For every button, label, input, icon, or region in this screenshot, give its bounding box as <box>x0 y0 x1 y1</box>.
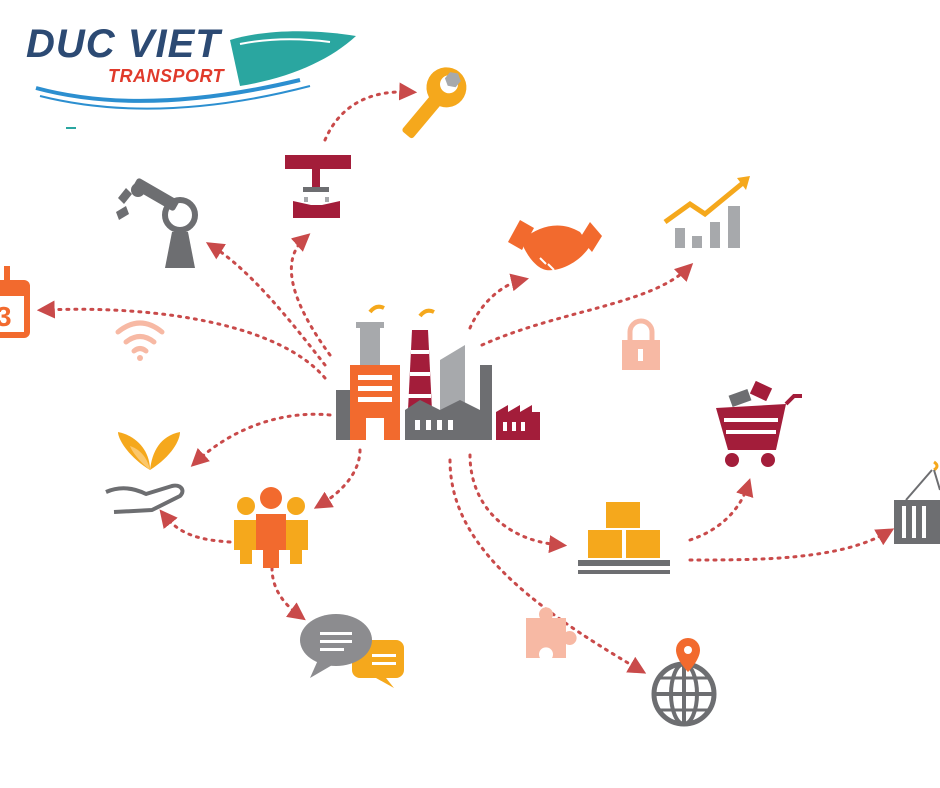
svg-text:3: 3 <box>0 301 12 332</box>
padlock-icon <box>622 318 660 370</box>
arrow-to-calendar <box>36 300 327 380</box>
logo-icon <box>35 31 356 110</box>
handshake-icon <box>508 220 602 271</box>
boxes-pallet-icon <box>578 502 670 574</box>
globe-location-icon <box>651 638 717 727</box>
arrow-to-cart <box>688 478 754 542</box>
factory-icon <box>336 304 540 440</box>
arrow-to-robot <box>205 242 327 367</box>
chat-bubbles-icon <box>300 614 404 688</box>
people-group-icon <box>234 487 308 568</box>
arrow-to-plant <box>190 412 332 467</box>
logo-brand-text: DUC VIET <box>26 22 221 66</box>
puzzle-piece-icon <box>526 607 577 658</box>
arrow-to-people <box>313 448 362 509</box>
wrench-icon <box>402 67 467 139</box>
arrow-to-growth <box>480 262 694 347</box>
arrow-to-press <box>289 233 332 357</box>
wifi-icon <box>115 320 165 361</box>
robot-arm-icon <box>116 178 198 268</box>
divider <box>66 127 76 129</box>
connectors <box>36 82 895 674</box>
calendar-icon: 3 <box>0 266 30 338</box>
shopping-cart-icon <box>716 380 802 467</box>
container-crane-icon <box>894 460 940 544</box>
arrow-to-globe <box>448 458 647 674</box>
arrow-to-wrench <box>323 82 418 142</box>
logo-sub-text: TRANSPORT <box>108 66 225 86</box>
arrow-to-boxes <box>468 453 568 554</box>
plant-hand-icon <box>105 432 185 514</box>
growth-chart-icon <box>663 176 750 248</box>
arrow-to-handshake <box>468 273 530 330</box>
arrow-to-chat <box>270 566 306 621</box>
arrow-to-plant-from-people <box>159 509 232 544</box>
arrow-to-container <box>688 528 895 562</box>
press-machine-icon <box>285 155 351 218</box>
